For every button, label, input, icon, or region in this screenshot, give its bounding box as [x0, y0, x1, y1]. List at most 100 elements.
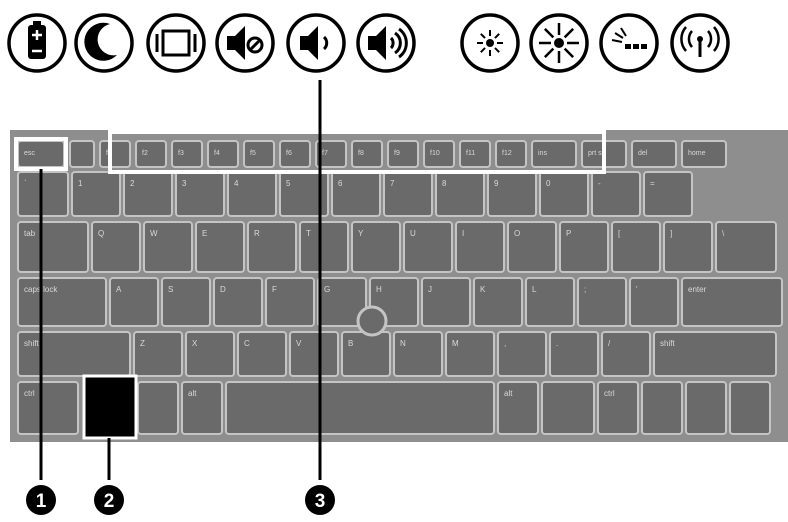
key-label: '	[636, 285, 638, 294]
keyboard-key[interactable]: T	[299, 221, 349, 273]
keyboard-key[interactable]: home	[681, 140, 727, 168]
keyboard-key[interactable]: f3	[171, 140, 203, 168]
keyboard-key[interactable]: R	[247, 221, 297, 273]
keyboard-key[interactable]: G	[317, 277, 367, 327]
key-label: L	[532, 285, 537, 294]
wireless-icon	[670, 13, 730, 73]
keyboard-key[interactable]: ]	[663, 221, 713, 273]
keyboard-key[interactable]: '	[629, 277, 679, 327]
keyboard-key[interactable]: K	[473, 277, 523, 327]
keyboard-key[interactable]: E	[195, 221, 245, 273]
keyboard-key[interactable]: B	[341, 331, 391, 377]
keyboard-key[interactable]: 7	[383, 171, 433, 217]
keyboard-key[interactable]: shift	[653, 331, 777, 377]
keyboard-key[interactable]: Q	[91, 221, 141, 273]
keyboard-key[interactable]: W	[143, 221, 193, 273]
keyboard-key[interactable]: `	[17, 171, 69, 217]
keyboard-key[interactable]: P	[559, 221, 609, 273]
keyboard-key[interactable]: D	[213, 277, 263, 327]
keyboard-key[interactable]: [	[611, 221, 661, 273]
keyboard-key[interactable]	[729, 381, 771, 435]
keyboard-key[interactable]: V	[289, 331, 339, 377]
callout-2: 2	[94, 485, 124, 515]
pointing-stick[interactable]	[356, 305, 388, 337]
keyboard-key[interactable]: =	[643, 171, 693, 217]
keyboard-key[interactable]	[137, 381, 179, 435]
keyboard-key[interactable]	[225, 381, 495, 435]
key-label: f5	[250, 150, 256, 157]
keyboard-key[interactable]: shift	[17, 331, 131, 377]
fn-key[interactable]	[82, 374, 138, 440]
keyboard-key[interactable]: alt	[181, 381, 223, 435]
keyboard-key[interactable]: f7	[315, 140, 347, 168]
keyboard-key[interactable]: J	[421, 277, 471, 327]
key-label: f10	[430, 150, 440, 157]
callout-1-label: 1	[36, 491, 47, 512]
keyboard-key[interactable]: f4	[207, 140, 239, 168]
keyboard-key[interactable]	[541, 381, 595, 435]
keyboard-key[interactable]: A	[109, 277, 159, 327]
keyboard-key[interactable]: f11	[459, 140, 491, 168]
keyboard-key[interactable]: 8	[435, 171, 485, 217]
keyboard-key[interactable]: 1	[71, 171, 121, 217]
key-label: A	[116, 285, 122, 294]
key-label: B	[348, 339, 353, 348]
keyboard-key[interactable]	[69, 140, 95, 168]
keyboard-key[interactable]: f2	[135, 140, 167, 168]
keyboard-key[interactable]: C	[237, 331, 287, 377]
key-label: ins	[538, 150, 547, 157]
callout-2-label: 2	[104, 491, 115, 512]
keyboard-key[interactable]: \	[715, 221, 777, 273]
keyboard-key[interactable]: ,	[497, 331, 547, 377]
keyboard-key[interactable]: del	[631, 140, 677, 168]
keyboard-key[interactable]: I	[455, 221, 505, 273]
keyboard-key[interactable]: U	[403, 221, 453, 273]
keyboard-key[interactable]: 0	[539, 171, 589, 217]
keyboard-key[interactable]: -	[591, 171, 641, 217]
keyboard-key[interactable]: 4	[227, 171, 277, 217]
keyboard-key[interactable]: 3	[175, 171, 225, 217]
keyboard-key[interactable]: f10	[423, 140, 455, 168]
keyboard-key[interactable]: ;	[577, 277, 627, 327]
keyboard-key[interactable]: X	[185, 331, 235, 377]
keyboard-key[interactable]	[641, 381, 683, 435]
key-label: tab	[24, 229, 36, 238]
keyboard-key[interactable]: ctrl	[597, 381, 639, 435]
keyboard-key[interactable]: esc	[17, 140, 65, 168]
keyboard-key[interactable]: f1	[99, 140, 131, 168]
keyboard-key[interactable]: Y	[351, 221, 401, 273]
keyboard-key[interactable]: ins	[531, 140, 577, 168]
keyboard-key[interactable]: alt	[497, 381, 539, 435]
keyboard-key[interactable]: enter	[681, 277, 783, 327]
key-label: Q	[98, 229, 104, 238]
keyboard-key[interactable]: 2	[123, 171, 173, 217]
keyboard-key[interactable]: /	[601, 331, 651, 377]
keyboard-key[interactable]: 9	[487, 171, 537, 217]
keyboard-key[interactable]	[685, 381, 727, 435]
key-label: N	[400, 339, 406, 348]
volume-up-icon	[356, 13, 416, 73]
keyboard-key[interactable]: tab	[17, 221, 89, 273]
keyboard-key[interactable]: L	[525, 277, 575, 327]
keyboard-key[interactable]: .	[549, 331, 599, 377]
keyboard-key[interactable]: f9	[387, 140, 419, 168]
keyboard-key[interactable]: N	[393, 331, 443, 377]
keyboard-key[interactable]: F	[265, 277, 315, 327]
keyboard-key[interactable]: f6	[279, 140, 311, 168]
keyboard-key[interactable]: ctrl	[17, 381, 79, 435]
keyboard-key[interactable]: f5	[243, 140, 275, 168]
key-label: shift	[660, 339, 675, 348]
callout-1: 1	[26, 485, 56, 515]
keyboard-key[interactable]: S	[161, 277, 211, 327]
key-label: alt	[504, 389, 513, 398]
keyboard-key[interactable]: O	[507, 221, 557, 273]
keyboard-key[interactable]: f8	[351, 140, 383, 168]
keyboard-key[interactable]: 6	[331, 171, 381, 217]
key-label: K	[480, 285, 486, 294]
keyboard-key[interactable]: caps lock	[17, 277, 107, 327]
keyboard-key[interactable]: f12	[495, 140, 527, 168]
key-label: f8	[358, 150, 364, 157]
keyboard-key[interactable]: Z	[133, 331, 183, 377]
key-label: del	[638, 150, 648, 157]
keyboard-key[interactable]: M	[445, 331, 495, 377]
